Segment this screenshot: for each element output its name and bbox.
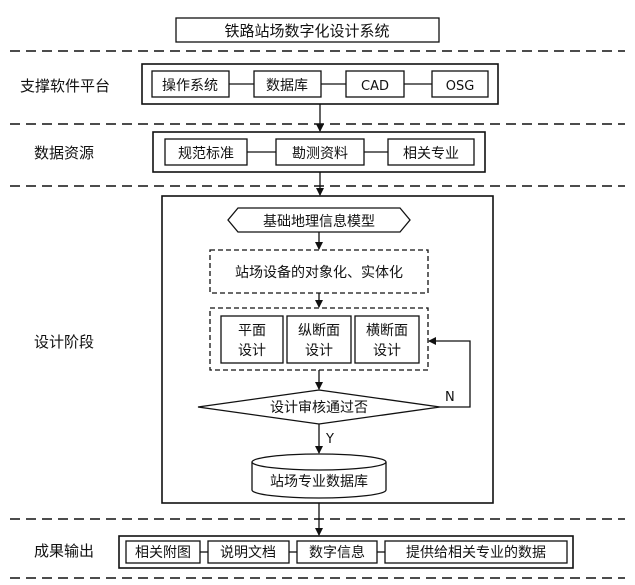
output-item-data-label: 提供给相关专业的数据 — [406, 545, 546, 561]
cross-design-label-2: 设计 — [373, 343, 401, 359]
cross-design-box — [354, 315, 420, 364]
system-title: 铁路站场数字化设计系统 — [224, 22, 389, 40]
support-item-osg-label: OSG — [446, 79, 475, 94]
output-item-digital-label: 数字信息 — [309, 544, 365, 561]
objectify-box — [209, 249, 429, 294]
data-item-related — [387, 138, 475, 166]
section-label-output: 成果输出 — [34, 542, 94, 560]
profile-design-label-1: 纵断面 — [298, 323, 340, 339]
support-item-os — [151, 70, 230, 98]
database-cylinder — [251, 453, 387, 499]
output-item-drawings — [125, 540, 201, 564]
title-box — [175, 17, 440, 43]
support-item-osg — [431, 70, 489, 98]
data-item-related-label: 相关专业 — [403, 146, 459, 162]
design-frame — [161, 195, 494, 504]
section-label-design: 设计阶段 — [34, 333, 94, 351]
objectify-label: 站场设备的对象化、实体化 — [235, 264, 403, 281]
profile-design-box — [286, 315, 352, 364]
output-item-docs — [207, 540, 290, 564]
support-item-cad-label: CAD — [361, 79, 389, 94]
support-item-db — [253, 70, 322, 98]
output-item-data — [384, 540, 568, 564]
support-item-cad — [345, 70, 405, 98]
support-item-os-label: 操作系统 — [162, 78, 218, 94]
arrow-review-no-loop — [428, 337, 471, 408]
database-label: 站场专业数据库 — [270, 474, 368, 490]
output-item-digital — [296, 540, 378, 564]
model-label: 基础地理信息模型 — [263, 213, 375, 230]
support-item-db-label: 数据库 — [266, 78, 308, 94]
plan-design-box — [220, 315, 284, 364]
plan-design-label-1: 平面 — [238, 323, 266, 339]
profile-design-label-2: 设计 — [305, 343, 333, 359]
data-item-standards — [164, 138, 248, 166]
no-label: N — [445, 390, 455, 405]
section-dividers — [10, 50, 625, 579]
cross-design-label-1: 横断面 — [366, 323, 408, 339]
output-frame — [118, 535, 574, 569]
output-item-drawings-label: 相关附图 — [135, 545, 191, 561]
data-item-survey-label: 勘测资料 — [292, 146, 348, 162]
output-item-docs-label: 说明文档 — [220, 545, 276, 561]
section-label-data: 数据资源 — [34, 144, 94, 162]
section-label-support: 支撑软件平台 — [20, 77, 110, 95]
data-frame — [152, 131, 486, 173]
data-item-standards-label: 规范标准 — [178, 145, 234, 162]
model-hexagon — [227, 207, 411, 233]
yes-label: Y — [325, 432, 334, 447]
plan-design-label-2: 设计 — [238, 343, 266, 359]
review-label: 设计审核通过否 — [270, 400, 368, 416]
data-item-survey — [275, 138, 365, 166]
